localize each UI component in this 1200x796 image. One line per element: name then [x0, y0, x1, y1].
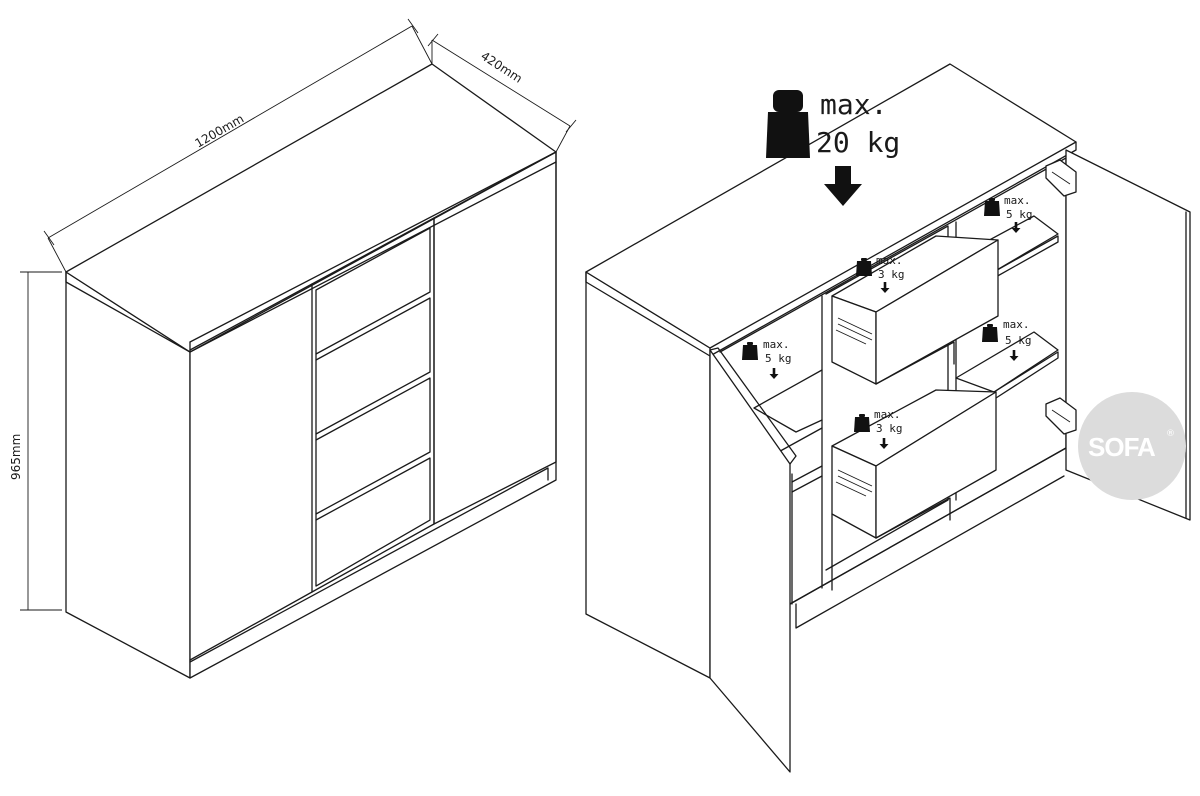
- left-shelf-load-line2: 5 kg: [765, 352, 792, 365]
- down-arrow-icon: [769, 368, 779, 379]
- right-shelf-lower-load-label: max. 5 kg: [982, 318, 1032, 361]
- sofa-logo-mark: ®: [1166, 429, 1175, 439]
- right-shelf-upper-load-line1: max.: [1004, 194, 1031, 207]
- width-label: 1200mm: [193, 112, 247, 151]
- right-shelf-lower-load-line1: max.: [1003, 318, 1030, 331]
- weight-icon: [766, 90, 810, 158]
- height-label: 965mm: [9, 434, 23, 480]
- height-dimension: 965mm: [9, 271, 62, 611]
- depth-label: 420mm: [478, 49, 524, 86]
- open-cabinet: [585, 63, 1191, 773]
- down-arrow-icon: [824, 166, 862, 206]
- drawer-lower-load-label: max. 3 kg: [854, 408, 903, 449]
- drawer-upper-load-label: max. 3 kg: [856, 254, 905, 293]
- sofa-logo-text: SOFA: [1088, 432, 1156, 462]
- drawer-upper-load-line1: max.: [876, 254, 903, 267]
- closed-cabinet: [65, 63, 557, 679]
- weight-icon: [854, 414, 870, 432]
- left-shelf-load-label: max. 5 kg: [742, 338, 792, 379]
- weight-icon: [982, 324, 998, 342]
- right-shelf-upper-load-label: max. 5 kg: [984, 194, 1033, 233]
- top-load-line1: max.: [820, 88, 887, 121]
- drawer-lower-load-line2: 3 kg: [876, 422, 903, 435]
- down-arrow-icon: [1009, 350, 1019, 361]
- drawer-upper-load-line2: 3 kg: [878, 268, 905, 281]
- drawer-lower-load-line1: max.: [874, 408, 901, 421]
- right-shelf-lower-load-line2: 5 kg: [1005, 334, 1032, 347]
- top-load-line2: 20 kg: [816, 126, 900, 159]
- sofa-logo: SOFA ®: [1078, 392, 1186, 500]
- weight-icon: [742, 342, 758, 360]
- left-shelf-load-line1: max.: [763, 338, 790, 351]
- right-shelf-upper-load-line2: 5 kg: [1006, 208, 1033, 221]
- top-load-label: max. 20 kg: [766, 88, 900, 206]
